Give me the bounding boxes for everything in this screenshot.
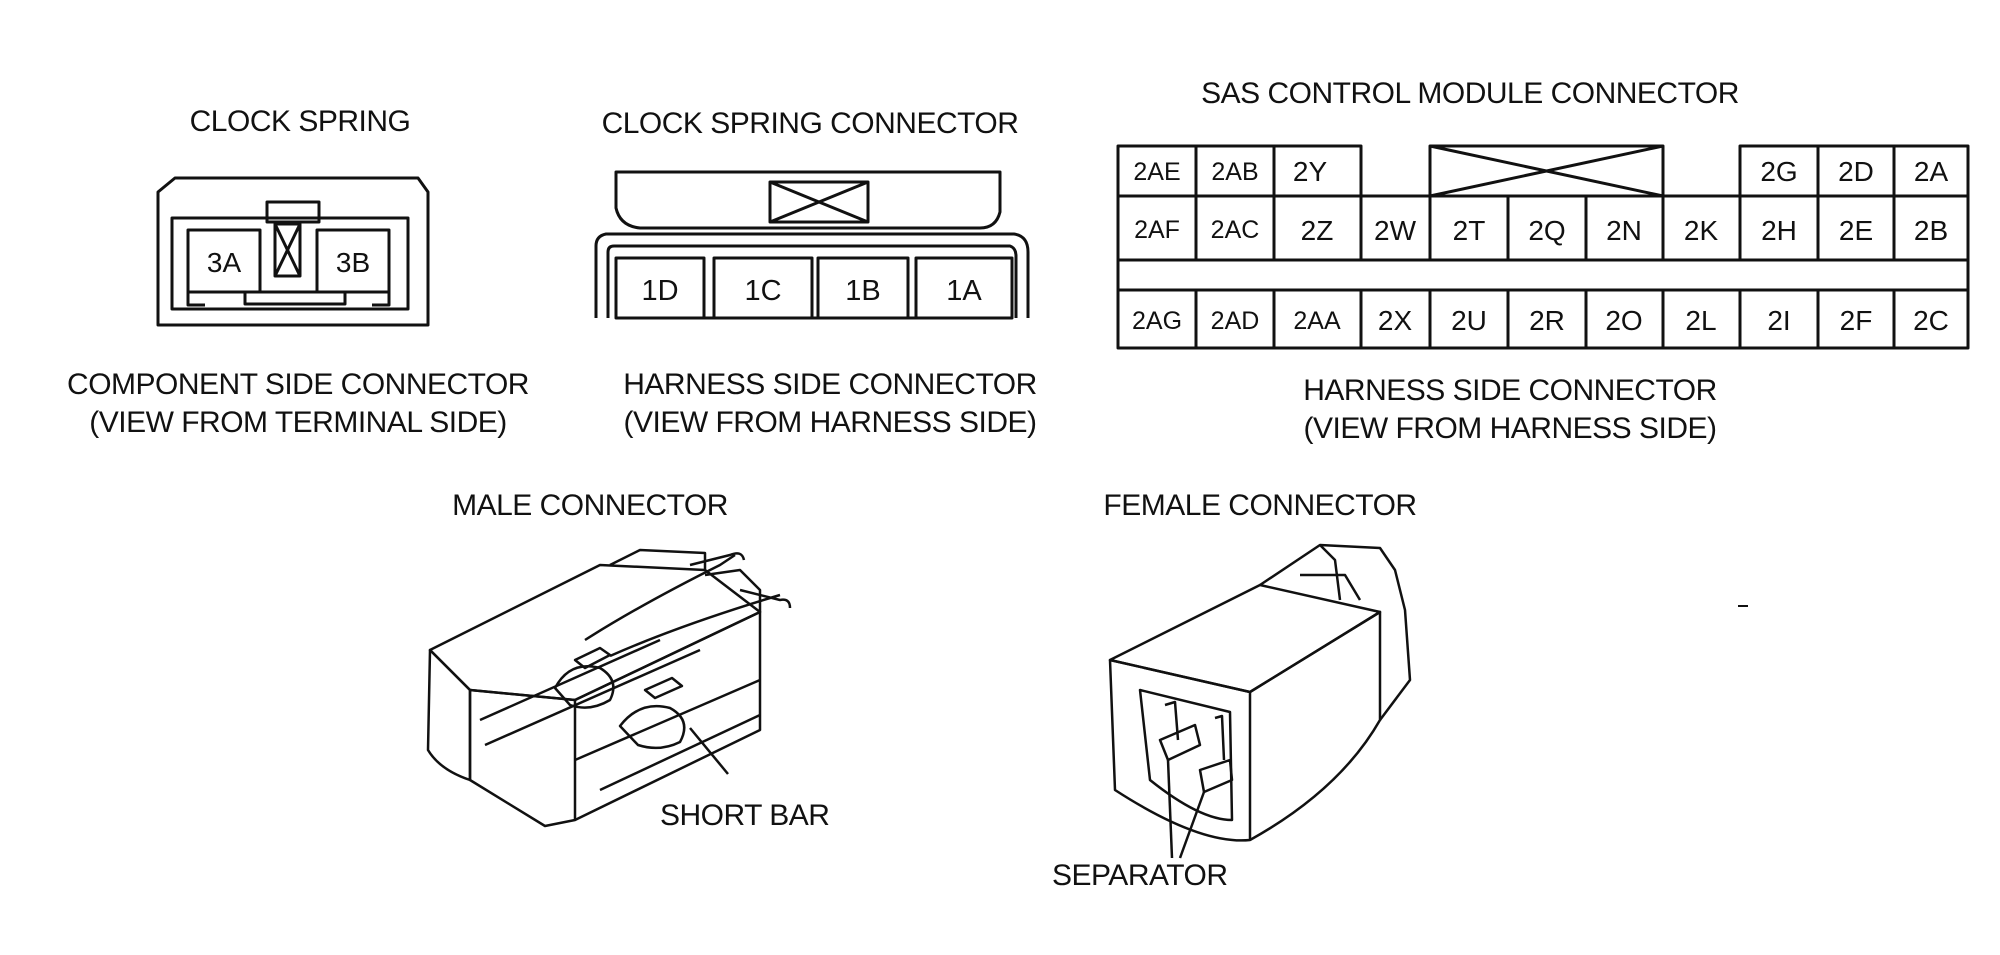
sas-pin-2e: 2E: [1839, 215, 1873, 246]
sas-pin-2u: 2U: [1451, 305, 1487, 336]
clock-spring-caption-line2: (VIEW FROM TERMINAL SIDE): [89, 406, 507, 439]
pin-3a-cell: [186, 228, 262, 294]
sas-pin-2i: 2I: [1767, 305, 1790, 336]
female-connector-illustration: [1108, 543, 1412, 859]
sas-pin-2aa: 2AA: [1293, 307, 1341, 335]
clock-spring-connector-caption-line1: HARNESS SIDE CONNECTOR: [623, 368, 1037, 401]
clock-spring-title: CLOCK SPRING: [189, 105, 411, 138]
sas-pin-2ab: 2AB: [1211, 158, 1258, 186]
clock-spring-harness-connector-drawing: [594, 170, 1030, 320]
pin-1a: 1A: [946, 275, 982, 307]
sas-pin-2x: 2X: [1378, 305, 1413, 336]
sas-pin-2ad: 2AD: [1211, 307, 1260, 335]
sas-pin-2ac: 2AC: [1211, 216, 1260, 244]
pin-1b: 1B: [845, 275, 880, 307]
sas-pin-2h: 2H: [1761, 215, 1797, 246]
sas-pin-2t: 2T: [1453, 215, 1486, 246]
pin-1d: 1D: [641, 275, 678, 307]
female-connector-title: FEMALE CONNECTOR: [1103, 489, 1417, 522]
sas-pin-2a: 2A: [1914, 156, 1949, 187]
sas-connector-title: SAS CONTROL MODULE CONNECTOR: [1201, 77, 1739, 110]
male-connector-illustration: [426, 548, 792, 828]
separator-label: SEPARATOR: [1052, 859, 1228, 892]
sas-pin-2k: 2K: [1684, 215, 1719, 246]
sas-connector-caption: HARNESS SIDE CONNECTOR (VIEW FROM HARNES…: [1270, 372, 1750, 448]
sas-pin-2w: 2W: [1374, 215, 1417, 246]
clock-spring-connector-caption-line2: (VIEW FROM HARNESS SIDE): [623, 406, 1037, 439]
sas-pin-2g: 2G: [1760, 156, 1797, 187]
sas-pin-2l: 2L: [1685, 305, 1716, 336]
pin-3b: 3B: [336, 247, 370, 278]
pin-3b-cell: [315, 228, 391, 294]
sas-pin-2q: 2Q: [1528, 215, 1565, 246]
sas-pin-2b: 2B: [1914, 215, 1948, 246]
sas-pin-2n: 2N: [1606, 215, 1642, 246]
pin-3a: 3A: [207, 247, 242, 278]
sas-pin-2y: 2Y: [1293, 156, 1328, 187]
sas-pin-2d: 2D: [1838, 156, 1874, 187]
sas-pin-2z: 2Z: [1301, 215, 1334, 246]
clock-spring-caption: COMPONENT SIDE CONNECTOR (VIEW FROM TERM…: [28, 366, 568, 442]
male-connector-title: MALE CONNECTOR: [452, 489, 728, 522]
sas-pin-2af: 2AF: [1134, 216, 1180, 244]
clock-spring-caption-line1: COMPONENT SIDE CONNECTOR: [67, 368, 529, 401]
short-bar-label: SHORT BAR: [660, 799, 830, 832]
sas-pin-2ae: 2AE: [1133, 158, 1180, 186]
sas-pin-2f: 2F: [1840, 305, 1873, 336]
clock-spring-connector-title: CLOCK SPRING CONNECTOR: [601, 107, 1019, 140]
sas-pin-2o: 2O: [1605, 305, 1642, 336]
sas-pin-2ag: 2AG: [1132, 307, 1182, 335]
clock-spring-connector-drawing: [156, 176, 430, 327]
sas-pin-2c: 2C: [1913, 305, 1949, 336]
clock-spring-connector-caption: HARNESS SIDE CONNECTOR (VIEW FROM HARNES…: [580, 366, 1080, 442]
sas-connector-caption-line2: (VIEW FROM HARNESS SIDE): [1303, 412, 1717, 445]
sas-connector-caption-line1: HARNESS SIDE CONNECTOR: [1303, 374, 1717, 407]
pin-1c: 1C: [744, 275, 781, 307]
sas-connector-grid: [1116, 144, 1970, 350]
sas-pin-2r: 2R: [1529, 305, 1565, 336]
